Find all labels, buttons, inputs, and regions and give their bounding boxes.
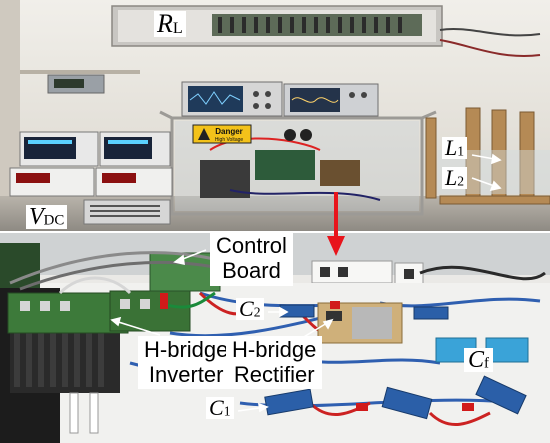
pointer-inverter xyxy=(111,319,161,336)
label-hbridge-inverter-line1: H-bridge xyxy=(144,337,229,362)
label-control-board-line1: Control xyxy=(216,233,287,258)
danger-sign-subtitle: High Voltage xyxy=(215,137,244,143)
label-vdc: VDC xyxy=(26,205,68,229)
label-hbridge-inverter-line2: Inverter xyxy=(148,361,224,387)
danger-sign-title: Danger xyxy=(215,127,243,136)
coil-frames xyxy=(425,107,550,205)
label-cf: Cf xyxy=(464,348,493,372)
capacitor-banks xyxy=(264,304,527,420)
rectifier-board xyxy=(317,302,403,344)
arrow-shaft xyxy=(334,192,338,238)
red-down-arrow xyxy=(327,192,345,256)
power-analyzer xyxy=(19,131,171,167)
label-l1: L1 xyxy=(442,137,468,159)
oscilloscope-right xyxy=(283,83,379,117)
test-circuitry xyxy=(200,129,381,201)
wall-sockets xyxy=(311,260,424,286)
label-control-board-line2: Board xyxy=(222,258,281,284)
label-hbridge-inverter: H-bridge Inverter xyxy=(138,336,235,390)
label-hbridge-rectifier-line2: Rectifier xyxy=(233,361,315,387)
danger-sign: Danger High Voltage xyxy=(192,124,252,144)
test-clips xyxy=(160,293,474,411)
label-hbridge-rectifier: H-bridge Rectifier xyxy=(226,336,323,390)
label-control-board: Control Board xyxy=(210,231,293,286)
safety-enclosure xyxy=(159,110,437,216)
oscilloscope-left xyxy=(181,81,283,117)
label-l2: L2 xyxy=(442,167,468,189)
arrow-head xyxy=(327,236,345,256)
label-c2: C2 xyxy=(236,298,264,320)
label-hbridge-rectifier-line1: H-bridge xyxy=(232,337,317,362)
label-rl: RL xyxy=(154,11,186,37)
probes xyxy=(69,392,99,434)
label-c1: C1 xyxy=(206,397,234,419)
dc-power-supply xyxy=(9,167,173,225)
control-board-pcb xyxy=(149,252,221,292)
